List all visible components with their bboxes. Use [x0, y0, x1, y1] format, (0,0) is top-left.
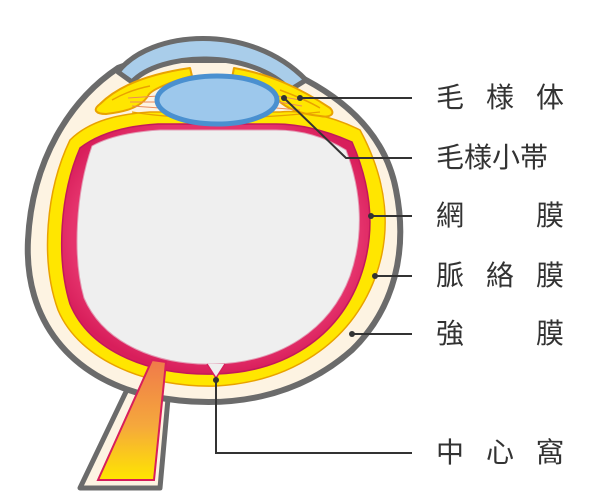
label-sclera: 強 膜 [436, 317, 564, 350]
ciliary-body-left-inner [111, 85, 151, 101]
vitreous-body [76, 129, 360, 365]
leader-lines [215, 97, 412, 454]
label-retina: 網 膜 [436, 199, 564, 232]
optic-nerve [96, 358, 168, 481]
label-zonule: 毛様小帯 [436, 141, 549, 174]
leader-dots [213, 95, 378, 383]
ciliary-body-left [94, 67, 193, 115]
label-ciliary-body: 毛 様 体 [436, 81, 564, 114]
cornea [115, 36, 309, 93]
label-fovea: 中 心 窩 [436, 436, 564, 469]
leader-zonule [283, 97, 412, 159]
lens [154, 73, 280, 127]
label-choroid: 脈 絡 膜 [436, 259, 564, 292]
leader-fovea [215, 380, 412, 454]
